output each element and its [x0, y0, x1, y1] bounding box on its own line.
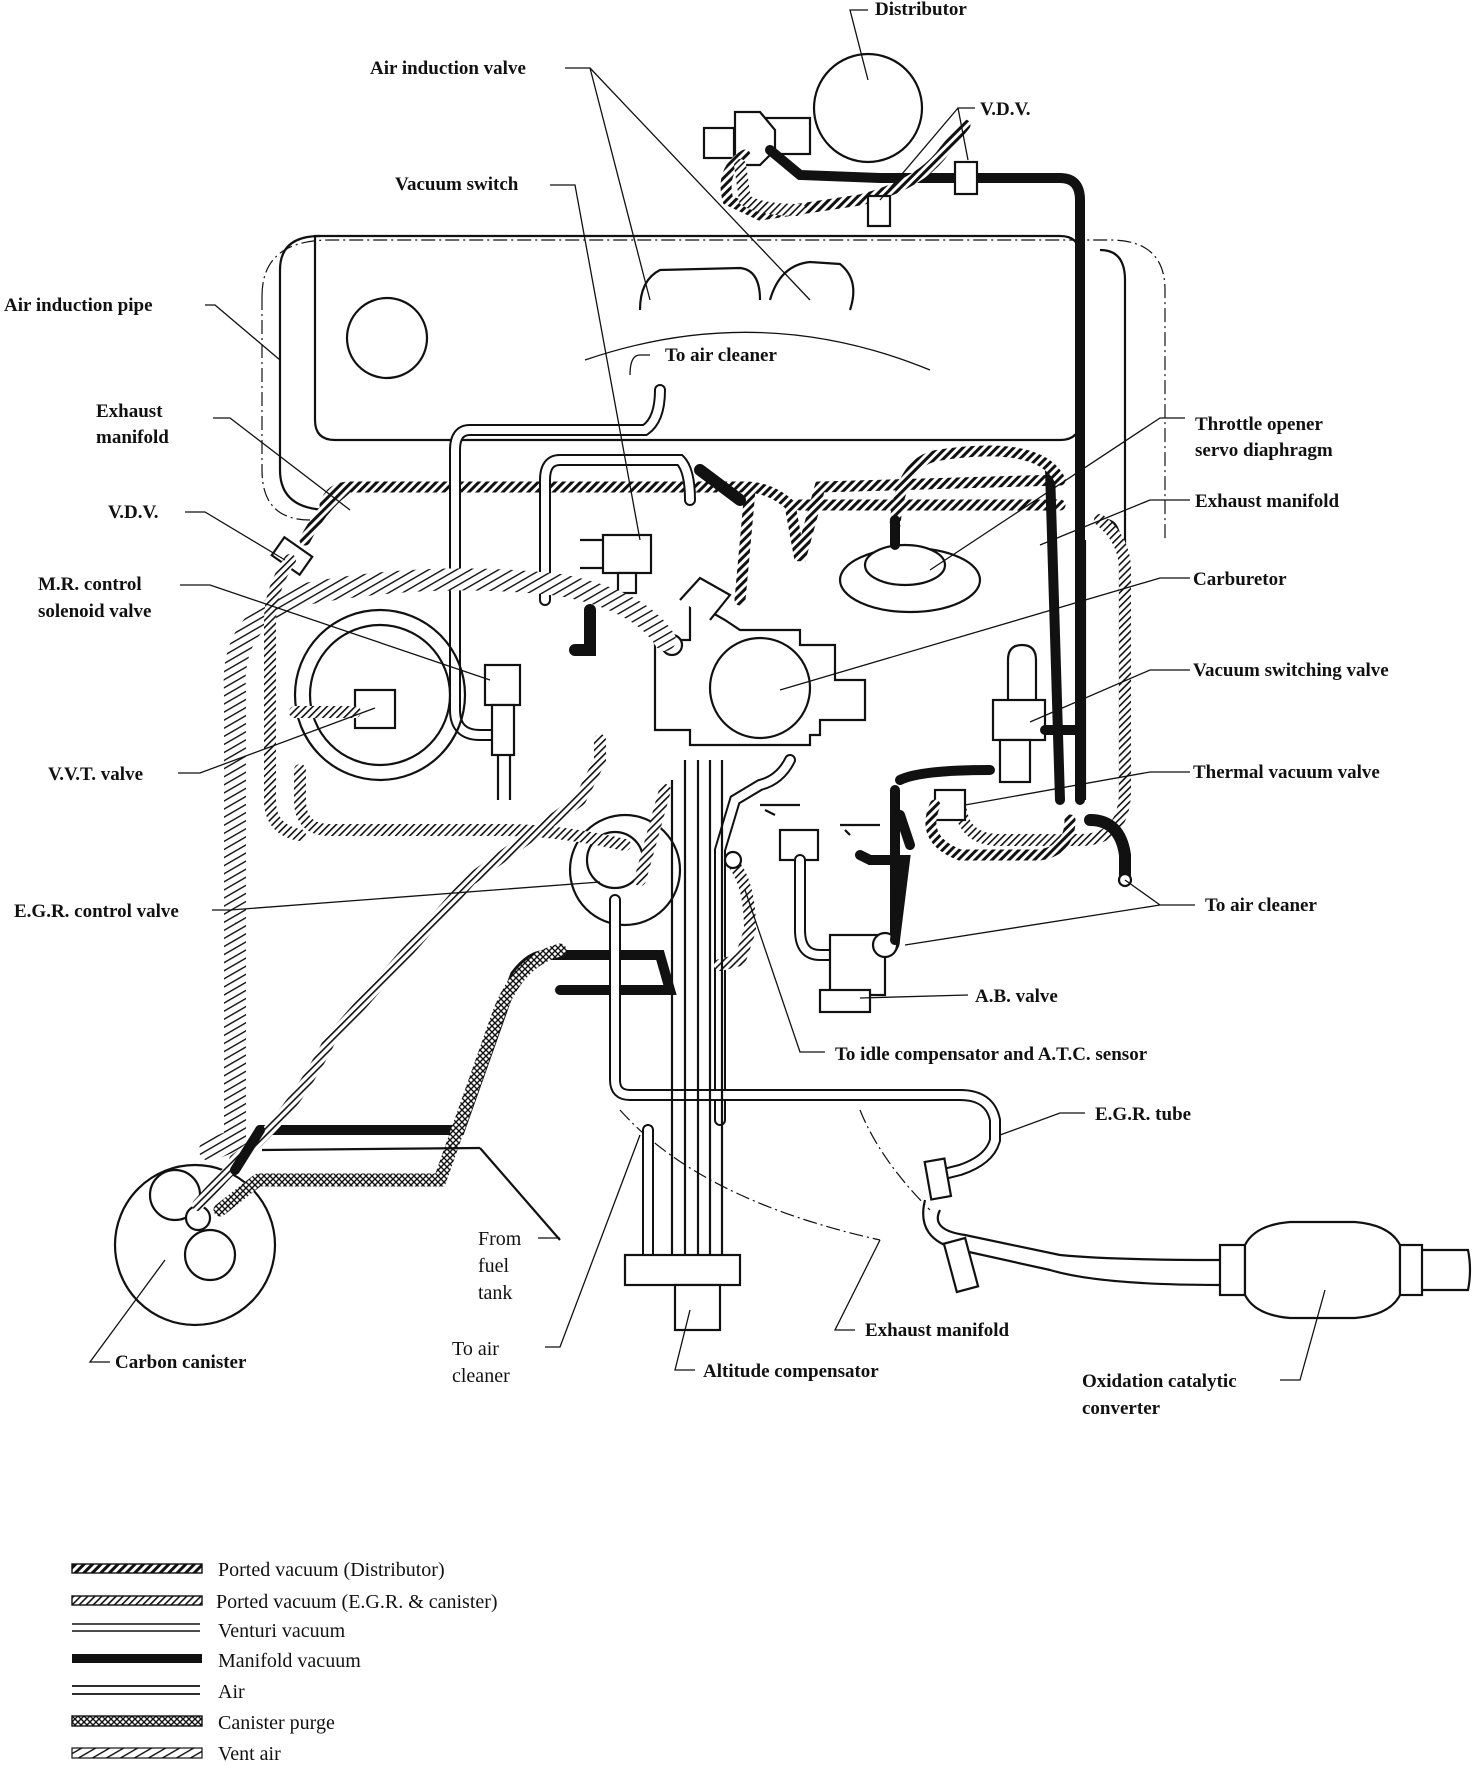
label-altitude-compensator: Altitude compensator [703, 1361, 879, 1382]
exhaust-pipe [922, 1199, 1221, 1294]
vent-air-hose [199, 568, 676, 1161]
label-to-idle-compensator: To idle compensator and A.T.C. sensor [835, 1044, 1148, 1065]
vdv-top-valve-2 [866, 194, 892, 228]
label-from-fuel-tank-1: From [478, 1228, 522, 1250]
legend-label: Venturi vacuum [218, 1620, 346, 1642]
label-throttle-opener-2: servo diaphragm [1195, 440, 1333, 461]
vvt-valve-housing [289, 608, 467, 782]
label-exhaust-manifold-bottom: Exhaust manifold [865, 1320, 1010, 1341]
label-exhaust-manifold-right: Exhaust manifold [1195, 491, 1340, 512]
label-egr-tube: E.G.R. tube [1095, 1104, 1191, 1125]
label-egr-control-valve: E.G.R. control valve [14, 901, 179, 922]
distributor [702, 52, 924, 167]
legend-label: Ported vacuum (Distributor) [218, 1559, 445, 1581]
altitude-compensator [623, 760, 742, 1332]
legend-item-ported-vacuum-distributor: Ported vacuum (Distributor) [71, 1559, 445, 1581]
oxidation-catalytic-converter [1218, 1220, 1472, 1320]
label-to-air-cleaner-right: To air cleaner [1205, 895, 1317, 916]
mr-control-solenoid-valve [483, 663, 522, 800]
label-oxidation-converter-2: converter [1082, 1398, 1161, 1419]
label-exhaust-manifold-left-2: manifold [96, 427, 169, 448]
air-induction-pipe [261, 234, 1166, 560]
hoses-top [720, 119, 1085, 805]
carbon-canister [113, 1125, 561, 1327]
vacuum-switch [580, 533, 653, 595]
carburetor [653, 576, 867, 747]
legend-label: Air [218, 1681, 245, 1703]
label-to-air-cleaner-bottom-2: cleaner [452, 1365, 510, 1387]
air-pipes [449, 384, 796, 1126]
label-carbon-canister: Carbon canister [115, 1352, 247, 1373]
label-air-induction-pipe: Air induction pipe [4, 295, 153, 316]
label-from-fuel-tank-3: tank [478, 1282, 512, 1304]
label-ab-valve: A.B. valve [975, 986, 1058, 1007]
legend-label: Ported vacuum (E.G.R. & canister) [216, 1591, 498, 1613]
label-to-air-cleaner-top: To air cleaner [665, 345, 777, 366]
legend-label: Manifold vacuum [218, 1650, 361, 1672]
legend: Ported vacuum (Distributor) Ported vacuu… [71, 1559, 498, 1765]
leader-lines [88, 9, 1326, 1381]
label-distributor: Distributor [875, 0, 967, 20]
label-mr-control-1: M.R. control [38, 574, 142, 595]
label-vdv-top: V.D.V. [980, 99, 1031, 120]
throttle-opener-servo-diaphragm [838, 515, 982, 614]
egr-tube [609, 894, 1001, 1201]
label-carburetor: Carburetor [1193, 569, 1287, 590]
label-exhaust-manifold-left-1: Exhaust [96, 401, 163, 422]
hoses-left [229, 484, 677, 1187]
label-vacuum-switch: Vacuum switch [395, 174, 519, 195]
labels: Distributor Air induction valve V.D.V. V… [4, 0, 1389, 1419]
legend-item-vent-air: Vent air [71, 1743, 281, 1765]
label-mr-control-2: solenoid valve [38, 601, 151, 622]
legend-item-venturi-vacuum: Venturi vacuum [72, 1620, 346, 1642]
legend-label: Vent air [218, 1743, 281, 1765]
label-from-fuel-tank-2: fuel [478, 1255, 510, 1277]
label-vvt-valve: V.V.T. valve [48, 764, 143, 785]
label-thermal-vacuum-valve: Thermal vacuum valve [1193, 762, 1380, 783]
legend-item-manifold-vacuum: Manifold vacuum [72, 1650, 361, 1672]
label-air-induction-valve: Air induction valve [370, 58, 526, 79]
legend-label: Canister purge [218, 1712, 335, 1734]
vdv-top-valve-1 [953, 160, 979, 196]
label-throttle-opener-1: Throttle opener [1195, 414, 1323, 435]
egr-control-valve [294, 764, 682, 927]
label-vdv-left: V.D.V. [108, 502, 159, 523]
label-vacuum-switching-valve: Vacuum switching valve [1193, 660, 1389, 681]
legend-item-canister-purge: Canister purge [71, 1712, 335, 1734]
ab-valve [714, 803, 911, 1014]
legend-item-ported-vacuum-egr: Ported vacuum (E.G.R. & canister) [71, 1591, 498, 1613]
to-air-cleaner-right-pipe [1084, 814, 1133, 888]
exhaust-manifold-bottom-outline [619, 1109, 931, 1241]
exhaust-manifold-right-outline [1083, 518, 1122, 837]
legend-item-air: Air [72, 1681, 245, 1703]
label-to-air-cleaner-bottom-1: To air [452, 1338, 499, 1360]
label-oxidation-converter-1: Oxidation catalytic [1082, 1371, 1237, 1392]
air-cleaner-intake [345, 260, 931, 380]
vacuum-switching-valve [991, 643, 1080, 784]
